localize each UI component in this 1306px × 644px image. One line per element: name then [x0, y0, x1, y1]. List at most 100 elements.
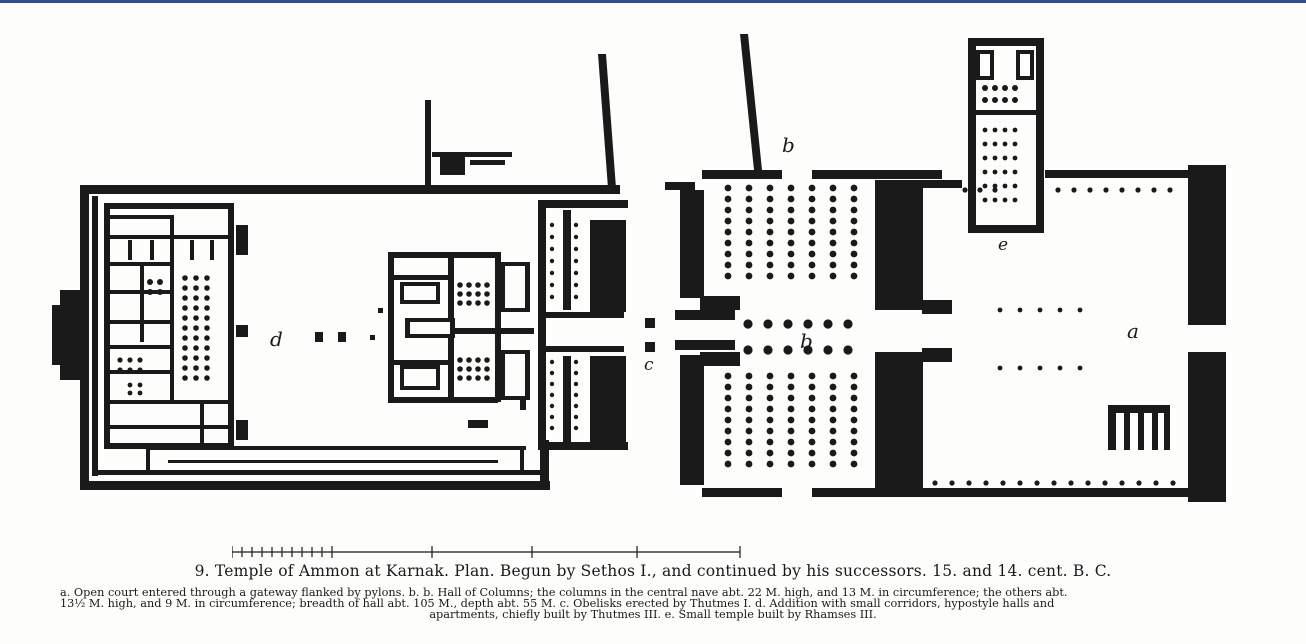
temple-e-column: [992, 169, 998, 175]
court-column: [1102, 480, 1108, 486]
temple-e-column: [992, 183, 998, 189]
temple-e-column: [992, 155, 998, 161]
hall-column: [766, 438, 774, 446]
pylon-hall-column: [573, 258, 579, 264]
hall-column: [787, 449, 795, 457]
west-column: [204, 355, 210, 361]
west-column: [193, 335, 199, 341]
hall-column: [787, 239, 795, 247]
temple-e-column: [1012, 85, 1018, 91]
hall-column: [745, 427, 753, 435]
hall-column: [808, 460, 816, 468]
hall-column: [745, 405, 753, 413]
hall-column: [808, 250, 816, 258]
court-column: [1119, 187, 1125, 193]
west-column: [157, 289, 163, 295]
hall-column: [766, 449, 774, 457]
temple-e-column: [1012, 169, 1018, 175]
west-column: [204, 305, 210, 311]
temple-e-column: [1002, 85, 1008, 91]
sanctuary-column: [484, 291, 490, 297]
court-column: [1000, 480, 1006, 486]
hall-column: [850, 239, 858, 247]
label-e: e: [998, 235, 1008, 255]
hall-column: [829, 372, 837, 380]
pylon-hall-column: [573, 270, 579, 276]
scale-bar: [232, 546, 741, 558]
temple-e-column: [1002, 155, 1008, 161]
court-column: [1034, 480, 1040, 486]
hall-column: [724, 405, 732, 413]
sanctuary-column: [466, 291, 472, 297]
west-column: [182, 315, 188, 321]
hall-column: [850, 460, 858, 468]
hall-column: [724, 438, 732, 446]
west-column: [137, 357, 143, 363]
hall-column: [724, 460, 732, 468]
west-column: [193, 345, 199, 351]
nave-column: [803, 345, 813, 355]
caption-line-2: 13½ M. high, and 9 M. in circumference; …: [60, 597, 1055, 610]
temple-e-column: [992, 197, 998, 203]
pylon-hall-column: [549, 258, 555, 264]
hall-column: [808, 372, 816, 380]
pylon-hall-column: [573, 425, 579, 431]
hall-column: [829, 460, 837, 468]
temple-e-column: [982, 85, 988, 91]
hall-column: [766, 416, 774, 424]
hall-column: [808, 394, 816, 402]
hall-column: [724, 250, 732, 258]
hall-column: [829, 405, 837, 413]
pylon-hall-column: [549, 246, 555, 252]
pylon-hall-column: [573, 392, 579, 398]
hall-column: [724, 427, 732, 435]
west-column: [204, 365, 210, 371]
west-column: [182, 305, 188, 311]
hall-column: [745, 272, 753, 280]
temple-e-column: [1012, 155, 1018, 161]
west-column: [193, 325, 199, 331]
sanctuary-column: [484, 300, 490, 306]
pylon-hall-column: [573, 246, 579, 252]
pylon-hall-column: [573, 222, 579, 228]
temple-e-column: [992, 127, 998, 133]
hall-column: [787, 250, 795, 258]
hall-column: [745, 261, 753, 269]
sanctuary-column: [475, 300, 481, 306]
hall-column: [724, 372, 732, 380]
sanctuary-column: [475, 282, 481, 288]
west-column: [193, 295, 199, 301]
hall-column: [808, 217, 816, 225]
sanctuary-column: [457, 300, 463, 306]
hall-column: [829, 438, 837, 446]
hall-column: [829, 261, 837, 269]
nave-column: [823, 319, 833, 329]
court-column: [1077, 365, 1083, 371]
west-column: [182, 375, 188, 381]
court-column: [1017, 365, 1023, 371]
temple-e-column: [982, 155, 988, 161]
pylon-hall-column: [549, 270, 555, 276]
hall-column: [766, 405, 774, 413]
hall-column: [766, 383, 774, 391]
court-column: [1077, 307, 1083, 313]
west-column: [193, 305, 199, 311]
pylon-hall-column: [549, 294, 555, 300]
west-column: [117, 357, 123, 363]
hall-column: [745, 217, 753, 225]
hall-column: [766, 217, 774, 225]
sanctuary-column: [484, 282, 490, 288]
temple-e-column: [1002, 197, 1008, 203]
temple-e-column: [1002, 183, 1008, 189]
nave-column: [823, 345, 833, 355]
hall-column: [766, 206, 774, 214]
temple-e-column: [1002, 127, 1008, 133]
caption-body: a. Open court entered through a gateway …: [60, 587, 1246, 620]
hall-column: [724, 272, 732, 280]
hall-column: [745, 460, 753, 468]
hall-column: [724, 228, 732, 236]
hall-column: [766, 372, 774, 380]
hall-column: [745, 195, 753, 203]
hall-column: [745, 239, 753, 247]
hall-column: [829, 217, 837, 225]
